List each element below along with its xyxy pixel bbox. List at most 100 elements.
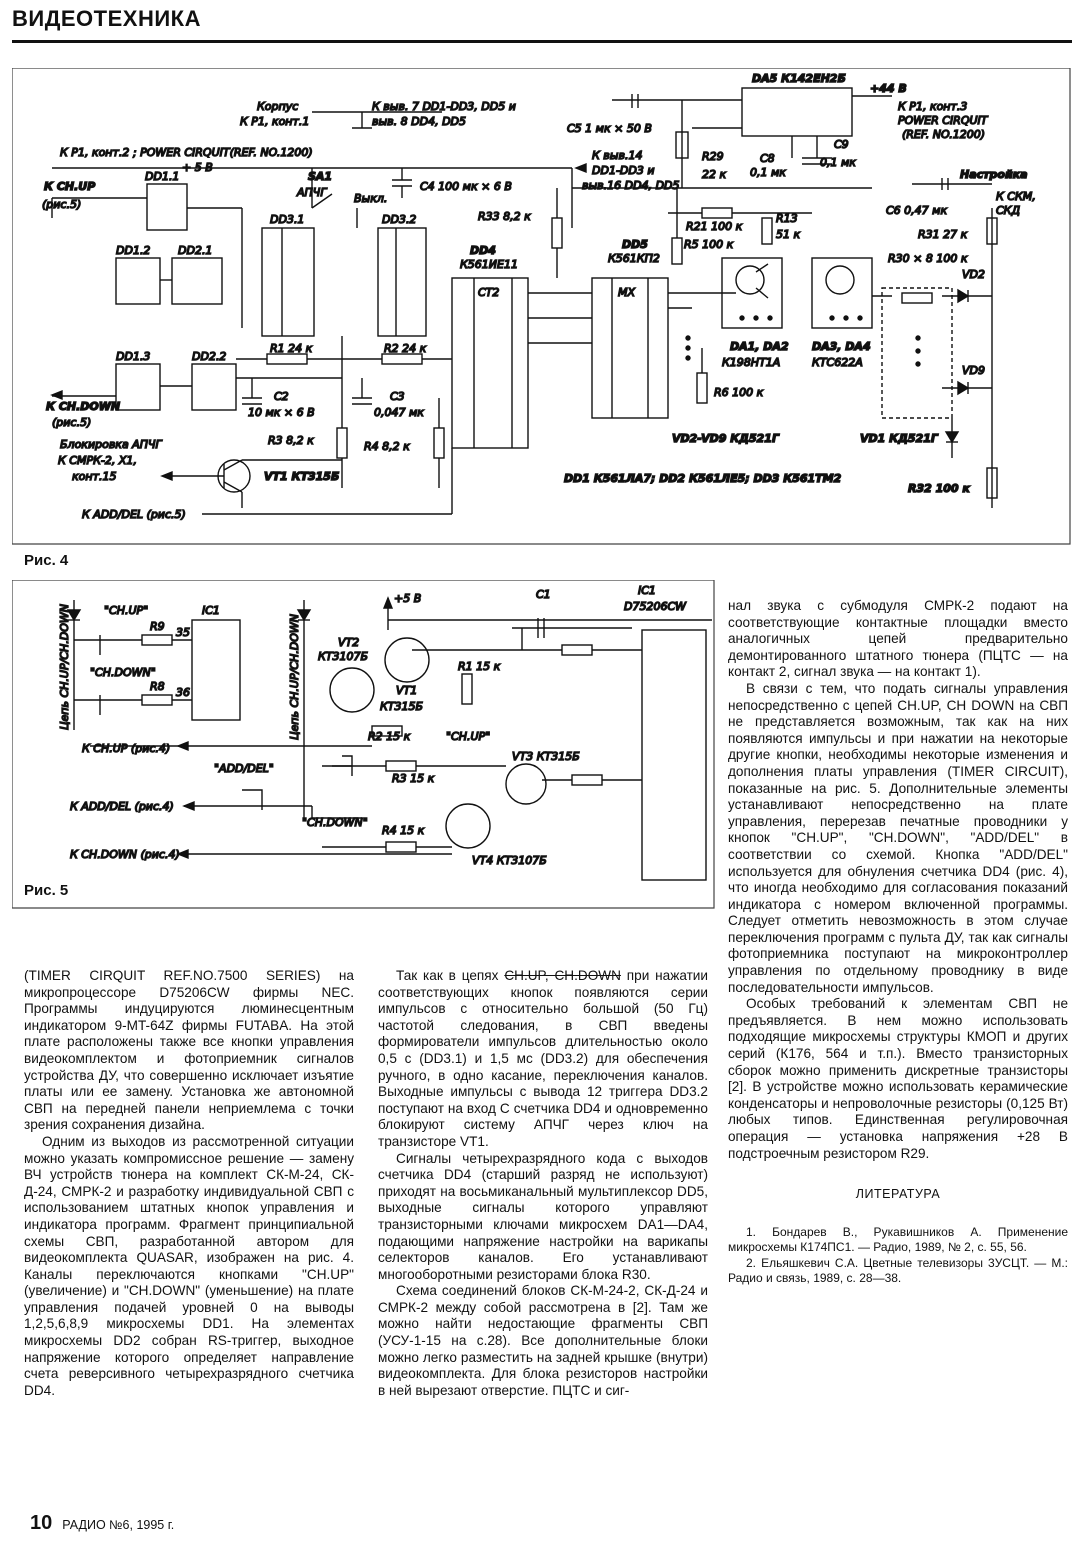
label-dd5: DD5 xyxy=(622,238,648,251)
header-rule xyxy=(12,40,1072,43)
f5-r8: R8 xyxy=(150,680,165,693)
f5-vt3: VT3 КТ315Б xyxy=(512,750,580,763)
label-nastroyka: Настройка xyxy=(960,168,1028,181)
label-vd9: VD9 xyxy=(962,364,985,377)
label-r33: R33 8,2 к xyxy=(478,210,531,223)
label-dd1dd3: DD1-DD3 и xyxy=(592,164,655,177)
paragraph: Схема соединений блоков СК-М-24-2, СК-Д-… xyxy=(378,1283,708,1398)
paragraph: нал звука с субмодуля СМРК-2 подают на с… xyxy=(728,598,1068,680)
f5-ic1b: IC1 xyxy=(638,584,656,597)
label-r5: R5 100 к xyxy=(684,238,734,251)
text-span: Так как в цепях xyxy=(396,968,505,983)
figure-5-schematic: "CH.UP" "CH.DOWN" R9 R8 IC1 35 36 Цепь C… xyxy=(12,580,715,909)
label-dd11: DD1.1 xyxy=(145,170,179,183)
paragraph: (TIMER CIRQUIT REF.NO.7500 SERIES) на ми… xyxy=(24,968,354,1133)
label-da3da4: DA3, DA4 xyxy=(812,340,871,353)
label-korpus: Корпус xyxy=(257,100,298,113)
f5-ic1: IC1 xyxy=(202,604,220,617)
label-ref1200: (REF. NO.1200) xyxy=(902,128,985,141)
label-vd1: VD1 КД521Г xyxy=(860,432,939,445)
label-vyv16: выв.16 DD4, DD5 xyxy=(582,179,680,192)
text-column-3: нал звука с субмодуля СМРК-2 подают на с… xyxy=(728,598,1068,1287)
label-c6: С6 0,47 мк xyxy=(886,204,947,217)
label-sa1: SA1 xyxy=(308,170,332,183)
f5-r3: R3 15 к xyxy=(392,772,435,785)
label-r2: R2 24 к xyxy=(384,342,427,355)
label-c8v: 0,1 мк xyxy=(750,166,786,179)
paragraph: Так как в цепях CH.UP, CH.DOWN при нажат… xyxy=(378,968,708,1151)
label-c5: С5 1 мк × 50 В xyxy=(567,122,652,135)
f5-add-del-q: "ADD/DEL" xyxy=(214,762,274,775)
label-k-skm: К СКМ, xyxy=(996,190,1036,203)
label-ch-down: К CH.DOWN xyxy=(46,400,120,413)
label-dd13: DD1.3 xyxy=(116,350,150,363)
paragraph: Сигналы четырехразрядного кода с выходов… xyxy=(378,1150,708,1282)
label-vd2vd9: VD2-VD9 КД521Г xyxy=(672,432,780,445)
paragraph: Особых требований к элементам СВП не пре… xyxy=(728,996,1068,1161)
label-r32: R32 100 к xyxy=(908,482,970,495)
label-k-p1-k3: К Р1, конт.3 xyxy=(898,100,967,113)
label-c3v: 0,047 мк xyxy=(374,406,424,419)
label-da5: DA5 К142ЕН2Б xyxy=(752,72,846,85)
label-vyv8: выв. 8 DD4, DD5 xyxy=(372,115,466,128)
label-skd: СКД xyxy=(996,204,1020,217)
f5-c1: С1 xyxy=(536,588,551,601)
label-kont15: конт.15 xyxy=(72,470,116,483)
label-power-cirquit: POWER CIRQUIT xyxy=(898,114,989,127)
label-vyv7: К выв. 7 DD1-DD3, DD5 и xyxy=(372,100,516,113)
f5-vt1: VT1 xyxy=(396,684,417,697)
f5-plus5v: +5 В xyxy=(394,592,421,605)
label-r29v: 22 к xyxy=(702,168,726,181)
f5-k-adddel: К ADD/DEL (рис.4) xyxy=(70,800,174,813)
label-ktc: КТС622А xyxy=(812,356,863,369)
f5-chain2: Цепь CH.UP/CH.DOWN xyxy=(288,614,301,740)
label-r3: R3 8,2 к xyxy=(268,434,314,447)
label-dd22: DD2.2 xyxy=(192,350,226,363)
label-dd4t: К561ИЕ11 xyxy=(460,258,518,271)
label-c8: С8 xyxy=(760,152,775,165)
label-vykl: Выкл. xyxy=(354,192,387,205)
label-k-smrk: К СМРК-2, X1, xyxy=(58,454,137,467)
label-c9: С9 xyxy=(834,138,849,151)
f5-vt2: VT2 xyxy=(338,636,359,649)
label-apchg: АПЧГ xyxy=(296,186,327,199)
figure-4: Корпус К Р1, конт.1 К выв. 7 DD1-DD3, DD… xyxy=(12,68,1072,546)
label-vyv14: К выв.14 xyxy=(592,149,642,162)
f5-d75206: D75206CW xyxy=(624,600,687,613)
f5-r9: R9 xyxy=(150,620,165,633)
f5-pin35: 35 xyxy=(176,626,190,639)
label-ris5b: (рис.5) xyxy=(52,416,91,429)
f5-kt3107: КТ3107Б xyxy=(318,650,368,663)
label-k198: К198НТ1А xyxy=(722,356,780,369)
paragraph: В связи с тем, что подать сигналы управл… xyxy=(728,680,1068,995)
label-c4: С4 100 мк × 6 В xyxy=(420,180,512,193)
label-r6: R6 100 к xyxy=(714,386,764,399)
f5-r2: R2 15 к xyxy=(368,730,411,743)
figure-4-schematic: Корпус К Р1, конт.1 К выв. 7 DD1-DD3, DD… xyxy=(12,68,1071,545)
f5-pin36: 36 xyxy=(176,686,190,699)
figure-5-caption: Рис. 5 xyxy=(24,882,69,899)
label-ris5a: (рис.5) xyxy=(42,198,81,211)
page-number: 10 xyxy=(30,1512,53,1534)
label-r13v: 51 к xyxy=(776,228,800,241)
f5-k-chup: К CH.UP (рис.4) xyxy=(82,742,170,755)
f5-chup-q2: "CH.UP" xyxy=(446,730,490,743)
label-mx: МХ xyxy=(618,286,635,299)
label-c2v: 10 мк × 6 В xyxy=(248,406,315,419)
label-k-p1-k2: К Р1, конт.2 ; POWER CIRQUIT(REF. NO.120… xyxy=(60,146,313,159)
label-ch-up: К CH.UP xyxy=(44,180,95,193)
f5-r1: R1 15 к xyxy=(458,660,501,673)
label-dd32: DD3.2 xyxy=(382,213,416,226)
literature-item: 2. Ельяшкевич С.А. Цветные телевизоры 3У… xyxy=(728,1255,1068,1286)
f5-kt3156: КТ315Б xyxy=(380,700,423,713)
label-dd12: DD1.2 xyxy=(116,244,150,257)
figure-5: "CH.UP" "CH.DOWN" R9 R8 IC1 35 36 Цепь C… xyxy=(12,580,716,910)
journal-issue: РАДИО №6, 1995 г. xyxy=(62,1518,175,1532)
struck-text: CH.UP, CH.DOWN xyxy=(504,968,621,983)
f5-chain1: Цепь CH.UP/CH.DOWN xyxy=(58,604,71,730)
label-dd-list: DD1 К561ЛА7; DD2 К561ЛЕ5; DD3 К561ТМ2 xyxy=(564,472,842,485)
label-korpus2: К Р1, конт.1 xyxy=(240,115,309,128)
label-dd31: DD3.1 xyxy=(270,213,304,226)
text-column-1: (TIMER CIRQUIT REF.NO.7500 SERIES) на ми… xyxy=(24,968,354,1399)
page-footer: 10 РАДИО №6, 1995 г. xyxy=(30,1512,174,1535)
